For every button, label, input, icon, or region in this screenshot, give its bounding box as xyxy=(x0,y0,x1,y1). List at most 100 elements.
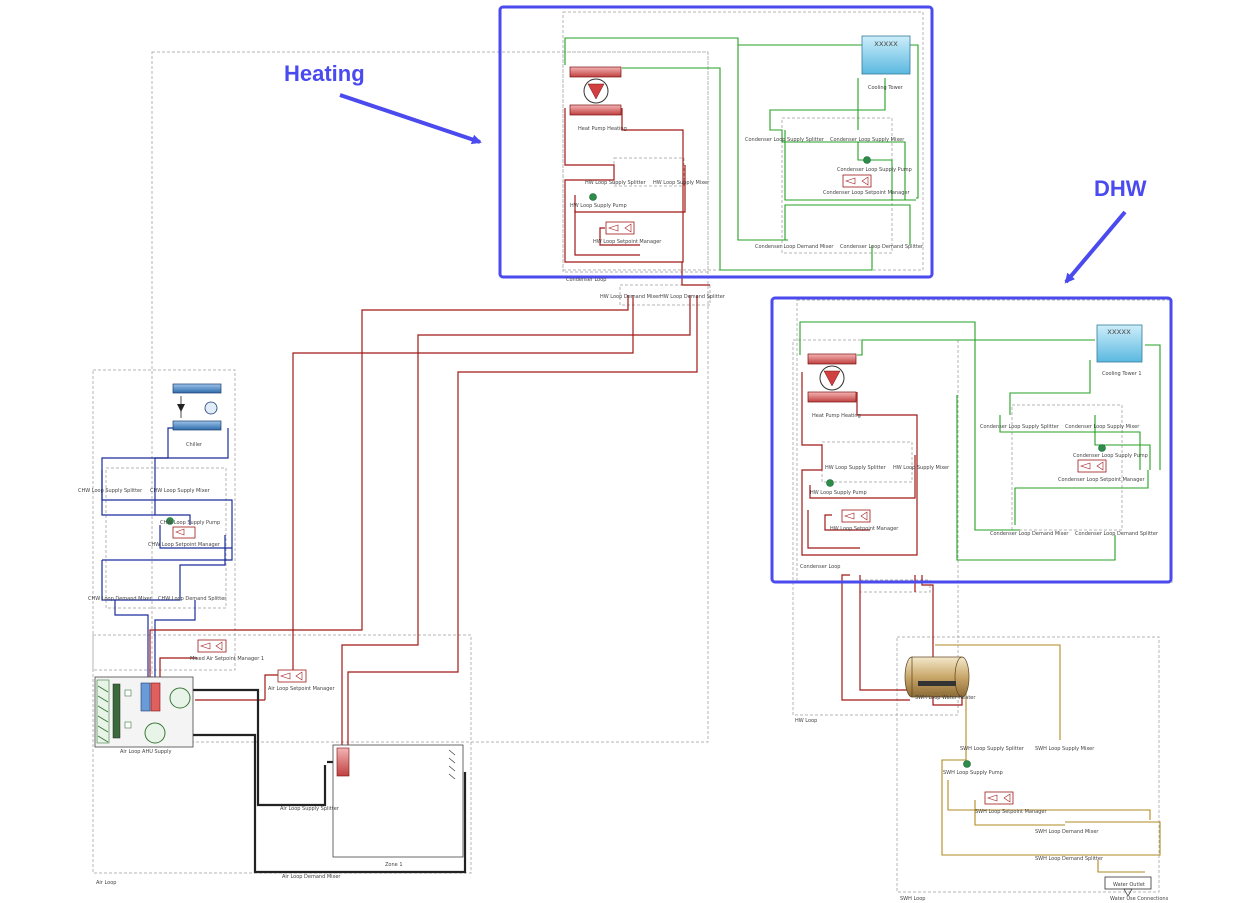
pipe xyxy=(1009,360,1091,415)
heating-hw-supply-boundary xyxy=(562,51,709,273)
swh-setpoint-manager-label: SWH Loop Setpoint Manager xyxy=(975,809,1047,815)
dhw-cnd-supply-mixer-label: Condenser Loop Supply Mixer xyxy=(1065,424,1140,430)
setpoint-manager-icon[interactable] xyxy=(197,639,227,653)
swh-supply-mixer-label: SWH Loop Supply Mixer xyxy=(1035,746,1095,752)
duct xyxy=(192,733,467,874)
pipe xyxy=(857,339,1095,356)
chw-demand-splitter-label: CHW Loop Demand Splitter xyxy=(158,596,227,602)
pipe xyxy=(154,600,196,680)
air-supply-splitter-label: Air Loop Supply Splitter xyxy=(280,806,340,812)
pump-icon[interactable] xyxy=(166,517,174,525)
hw-loop-boundary xyxy=(151,51,709,743)
dhw-cnd-demand-splitter-label: Condenser Loop Demand Splitter xyxy=(1075,531,1159,537)
water-outlet-label: Water Outlet xyxy=(1113,882,1145,888)
dhw-supply-subbox xyxy=(821,441,913,483)
dhw-supply-splitter-label: HW Loop Supply Splitter xyxy=(825,465,887,471)
heating-callout: Heating xyxy=(284,61,365,86)
hw-demand-subbox xyxy=(619,284,711,306)
pipe xyxy=(799,321,1020,531)
pump-icon[interactable] xyxy=(963,760,971,768)
swh-demand-splitter-label: SWH Loop Demand Splitter xyxy=(1035,856,1104,862)
chw-setpoint-manager-label: CHW Loop Setpoint Manager xyxy=(148,542,221,548)
condenser-loop-label: Condenser Loop xyxy=(566,277,606,283)
swh-demand-mixer-label: SWH Loop Demand Mixer xyxy=(1035,829,1099,835)
setpoint-manager-icon[interactable] xyxy=(1077,459,1107,473)
dhw-cnd-setpoint-manager-label: Condenser Loop Setpoint Manager xyxy=(1058,477,1145,483)
pipe xyxy=(974,800,1065,826)
svg-text:xxxxx: xxxxx xyxy=(1107,327,1131,336)
dhw-arrow xyxy=(1064,210,1127,284)
air-loop-ducts xyxy=(192,688,467,874)
dhw-highlight-box xyxy=(770,296,1173,584)
cooling-tower-icon[interactable]: xxxxx xyxy=(1096,324,1143,363)
dhw-cooling-tower-label: Cooling Tower 1 xyxy=(1102,371,1142,377)
pipe xyxy=(101,535,226,601)
setpoint-manager-icon[interactable] xyxy=(277,669,307,683)
pump-icon[interactable] xyxy=(863,156,871,164)
heating-condenser-pipes xyxy=(564,37,919,271)
chiller-icon[interactable] xyxy=(172,383,222,431)
cooling-tower-icon[interactable]: xxxxx xyxy=(861,35,911,75)
hw-demand-splitter-label: HW Loop Demand Splitter xyxy=(660,294,726,300)
setpoint-manager-icon[interactable] xyxy=(842,174,872,188)
pipe xyxy=(564,37,788,241)
cnd-supply-pump-label: Condenser Loop Supply Pump xyxy=(837,167,912,173)
pump-icon[interactable] xyxy=(589,193,597,201)
pipe xyxy=(341,295,691,745)
air-loop-label: Air Loop xyxy=(96,880,116,886)
pipe xyxy=(149,295,629,680)
pipe xyxy=(941,740,1161,856)
heat-pump-icon[interactable] xyxy=(569,66,622,116)
dhw-condenser-pipes xyxy=(799,321,1161,561)
water-heater-icon[interactable] xyxy=(904,656,970,698)
pipe xyxy=(1145,344,1161,470)
svg-text:xxxxx: xxxxx xyxy=(874,39,898,48)
swh-loop-boundary xyxy=(896,636,1160,893)
supply-pump-label: HW Loop Supply Pump xyxy=(570,203,627,209)
chw-loop-pipes xyxy=(101,427,233,680)
setpoint-manager-icon[interactable] xyxy=(984,791,1014,805)
chw-supply-splitter-label: CHW Loop Supply Splitter xyxy=(78,488,143,494)
cnd-demand-splitter-label: Condenser Loop Demand Splitter xyxy=(840,244,924,250)
cnd-demand-mixer-label: Condenser Loop Demand Mixer xyxy=(755,244,834,250)
zone-icon[interactable] xyxy=(332,744,464,858)
pump-icon[interactable] xyxy=(826,479,834,487)
pipe xyxy=(999,415,1141,470)
setpoint-manager-icon[interactable] xyxy=(605,221,635,235)
pipe xyxy=(935,644,1061,740)
pipe xyxy=(859,575,908,691)
pipe xyxy=(784,130,916,201)
air-handler-icon[interactable] xyxy=(94,676,194,748)
pipe xyxy=(801,372,918,556)
pipe xyxy=(1094,415,1151,470)
pipe xyxy=(1014,470,1149,525)
water-use-label: Water Use Connections xyxy=(1110,896,1169,902)
pipe xyxy=(574,210,640,256)
pipe xyxy=(599,227,640,246)
pipe xyxy=(769,78,906,200)
pipe xyxy=(114,600,149,680)
pipe xyxy=(347,295,698,745)
heating-arrow xyxy=(339,93,482,145)
ahu-label: Air Loop AHU Supply xyxy=(120,749,172,755)
heating-hw-pipes xyxy=(564,108,710,286)
chw-supply-pump-label: CHW Loop Supply Pump xyxy=(160,520,220,526)
chw-loop-boundary xyxy=(92,369,236,671)
pipe xyxy=(910,44,919,199)
pipe xyxy=(101,470,233,561)
dhw-condenser-loop-label: Condenser Loop xyxy=(800,564,840,570)
dhw-cnd-supply-splitter-label: Condenser Loop Supply Splitter xyxy=(980,424,1060,430)
setpoint-manager-icon[interactable] xyxy=(841,509,871,523)
setpoint-manager-label: HW Loop Setpoint Manager xyxy=(593,239,662,245)
pipe xyxy=(154,428,229,515)
pipe xyxy=(947,780,1151,820)
dhw-callout: DHW xyxy=(1094,176,1147,201)
heat-pump-icon[interactable] xyxy=(807,353,857,403)
pump-icon[interactable] xyxy=(1098,444,1106,452)
water-outlet-icon[interactable] xyxy=(1104,876,1152,897)
chw-demand-mixer-label: CHW Loop Demand Mixer xyxy=(88,596,153,602)
setpoint-manager-icon[interactable] xyxy=(172,526,196,539)
pipe xyxy=(1097,860,1145,873)
cnd-supply-mixer-label: Condenser Loop Supply Mixer xyxy=(830,137,905,143)
